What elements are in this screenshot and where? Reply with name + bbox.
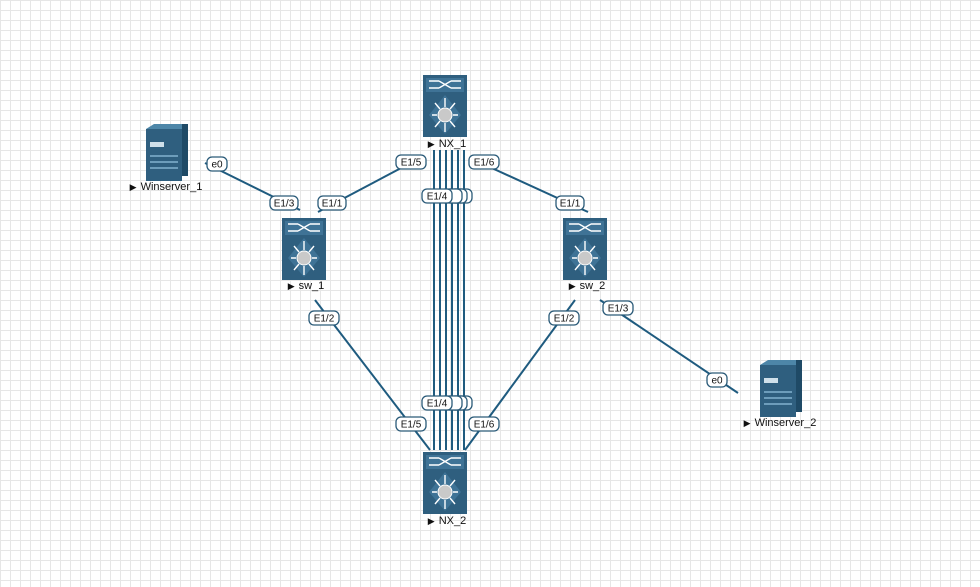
play-icon: ▶ — [427, 139, 435, 149]
svg-text:E1/3: E1/3 — [608, 304, 629, 315]
server-icon-win1[interactable] — [146, 124, 188, 181]
nexus-switch-icon-sw1[interactable] — [281, 217, 327, 281]
nexus-switch-icon-sw2[interactable] — [562, 217, 608, 281]
port-label[interactable]: e0 — [206, 156, 228, 172]
nexus-switch-icon-nx1[interactable] — [422, 74, 468, 138]
svg-text:E1/4: E1/4 — [427, 399, 448, 410]
node-label-win2[interactable]: ▶Winserver_2 — [744, 417, 817, 429]
node-name: Winserver_2 — [754, 417, 817, 429]
svg-text:E1/3: E1/3 — [274, 199, 295, 210]
play-icon: ▶ — [568, 281, 576, 291]
play-icon: ▶ — [129, 182, 137, 192]
port-label[interactable]: E1/5 — [395, 154, 427, 170]
node-label-nx1[interactable]: ▶NX_1 — [428, 138, 466, 150]
port-label[interactable]: E1/6 — [468, 416, 500, 432]
port-label[interactable]: E1/2 — [548, 310, 580, 326]
port-label[interactable]: E1/4 — [421, 188, 453, 204]
port-label[interactable]: E1/1 — [555, 195, 585, 211]
svg-text:E1/1: E1/1 — [322, 199, 343, 210]
svg-text:E1/5: E1/5 — [401, 420, 422, 431]
node-name: sw_2 — [579, 280, 606, 292]
svg-text:E1/4: E1/4 — [427, 192, 448, 203]
node-name: sw_1 — [298, 280, 325, 292]
node-label-win1[interactable]: ▶Winserver_1 — [130, 181, 203, 193]
play-icon: ▶ — [287, 281, 295, 291]
svg-text:E1/6: E1/6 — [474, 420, 495, 431]
port-label[interactable]: E1/1 — [317, 195, 347, 211]
svg-text:e0: e0 — [211, 160, 223, 171]
svg-text:e0: e0 — [711, 376, 723, 387]
node-name: NX_1 — [438, 138, 467, 150]
svg-text:E1/2: E1/2 — [554, 314, 575, 325]
svg-text:E1/2: E1/2 — [314, 314, 335, 325]
port-label[interactable]: e0 — [706, 372, 728, 388]
svg-text:E1/5: E1/5 — [401, 158, 422, 169]
node-name: Winserver_1 — [140, 181, 203, 193]
node-label-nx2[interactable]: ▶NX_2 — [428, 515, 466, 527]
port-label[interactable]: E1/6 — [468, 154, 500, 170]
port-label[interactable]: E1/3 — [269, 195, 299, 211]
play-icon: ▶ — [427, 516, 435, 526]
nexus-switch-icon-nx2[interactable] — [422, 451, 468, 515]
svg-text:E1/6: E1/6 — [474, 158, 495, 169]
node-name: NX_2 — [438, 515, 467, 527]
port-label[interactable]: E1/2 — [308, 310, 340, 326]
play-icon: ▶ — [743, 418, 751, 428]
node-label-sw1[interactable]: ▶sw_1 — [288, 280, 325, 292]
svg-text:E1/1: E1/1 — [560, 199, 581, 210]
port-label[interactable]: E1/3 — [602, 300, 634, 316]
server-icon-win2[interactable] — [760, 360, 802, 417]
port-label[interactable]: E1/5 — [395, 416, 427, 432]
port-label[interactable]: E1/4 — [421, 395, 453, 411]
node-label-sw2[interactable]: ▶sw_2 — [569, 280, 606, 292]
